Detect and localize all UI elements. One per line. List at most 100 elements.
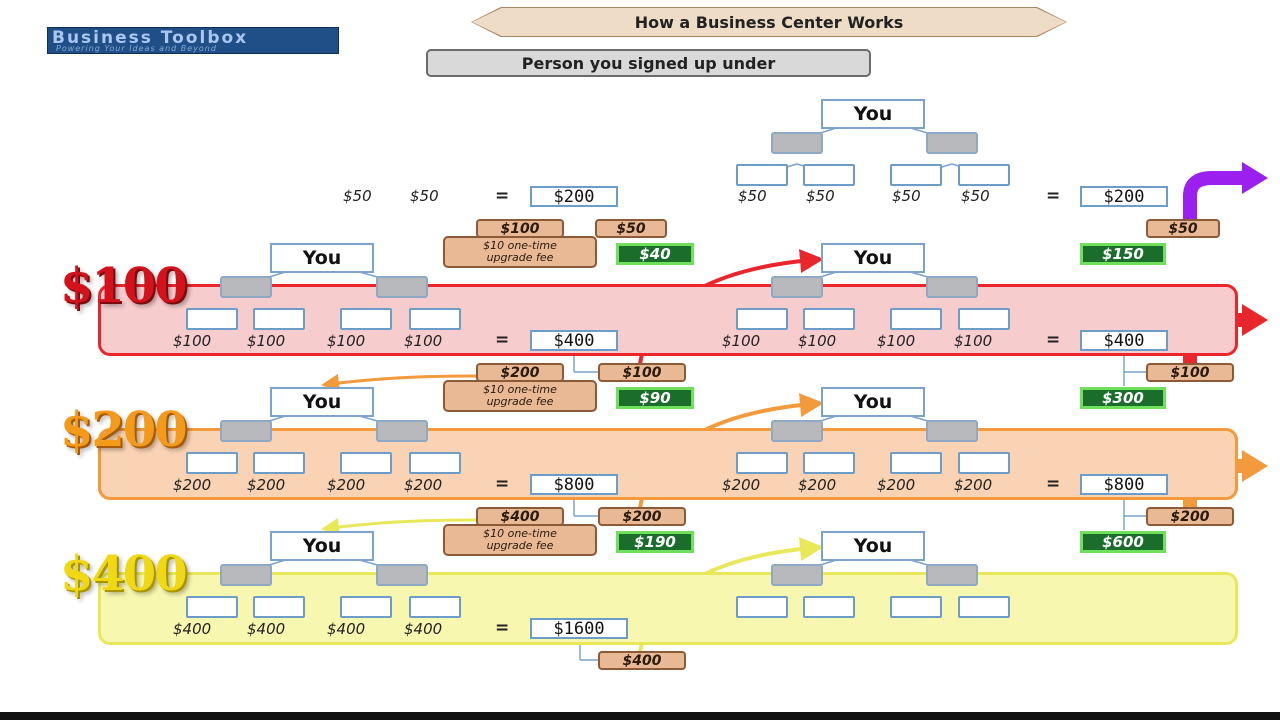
downline-node [926, 564, 978, 586]
fee-note-line1: $10 one-time [483, 239, 557, 252]
payment-amount: $400 [173, 620, 212, 638]
net-earnings-box: $190 [616, 531, 694, 553]
position-slot [736, 164, 788, 186]
upgrade-fee-note: $10 one-time upgrade fee [443, 524, 597, 556]
position-slot [186, 308, 238, 330]
equals-sign: = [1046, 330, 1061, 350]
payment-amount: $200 [722, 476, 761, 494]
downline-node [376, 420, 428, 442]
payment-amount: $400 [327, 620, 366, 638]
fee-note-line2: upgrade fee [486, 251, 554, 264]
fee-note-line2: upgrade fee [486, 395, 554, 408]
net-earnings-box: $90 [616, 387, 694, 409]
payment-amount: $200 [404, 476, 443, 494]
payment-amount: $50 [892, 187, 921, 205]
position-slot [409, 452, 461, 474]
upgrade-payment-box: $200 [476, 363, 564, 382]
position-slot [186, 452, 238, 474]
position-slot [340, 308, 392, 330]
payment-amount: $100 [404, 332, 443, 350]
fee-note-line2: upgrade fee [486, 539, 554, 552]
pass-up-arrow [321, 517, 480, 536]
position-slot [253, 452, 305, 474]
downline-node [771, 420, 823, 442]
position-slot [803, 308, 855, 330]
downline-node [376, 564, 428, 586]
pass-up-box: $50 [1146, 219, 1220, 238]
payment-amount: $100 [798, 332, 837, 350]
fee-note-line1: $10 one-time [483, 527, 557, 540]
position-slot [803, 596, 855, 618]
position-slot [253, 596, 305, 618]
payment-amount: $50 [343, 187, 372, 205]
row-total: $400 [530, 330, 618, 351]
position-slot [958, 164, 1010, 186]
upgrade-fee-note: $10 one-time upgrade fee [443, 380, 597, 412]
level-label-400: $400 [60, 546, 188, 602]
you-node: You [270, 243, 374, 273]
bottom-bar [0, 712, 1280, 720]
position-slot [340, 452, 392, 474]
position-slot [890, 164, 942, 186]
payment-amount: $200 [798, 476, 837, 494]
net-earnings-box: $600 [1080, 531, 1166, 553]
position-slot [736, 452, 788, 474]
pass-up-box: $50 [595, 219, 667, 238]
downline-node [926, 132, 978, 154]
payment-amount: $400 [247, 620, 286, 638]
you-node: You [270, 387, 374, 417]
equals-sign: = [1046, 186, 1061, 206]
business-toolbox-logo: Business Toolbox Powering Your Ideas and… [47, 27, 339, 54]
position-slot [958, 452, 1010, 474]
row-total: $800 [1080, 474, 1168, 495]
position-slot [958, 308, 1010, 330]
payment-amount: $100 [247, 332, 286, 350]
position-slot [958, 596, 1010, 618]
payment-amount: $200 [173, 476, 212, 494]
row-total: $200 [530, 186, 618, 207]
equals-sign: = [1046, 474, 1061, 494]
level-up-arrow-head [1242, 450, 1268, 482]
equals-sign: = [495, 474, 510, 494]
position-slot [409, 596, 461, 618]
equals-sign: = [495, 186, 510, 206]
payment-amount: $100 [954, 332, 993, 350]
pass-up-box: $100 [1146, 363, 1234, 382]
upgrade-fee-note: $10 one-time upgrade fee [443, 236, 597, 268]
you-node: You [821, 99, 925, 129]
payment-amount: $100 [877, 332, 916, 350]
position-slot [736, 596, 788, 618]
row-total: $200 [1080, 186, 1168, 207]
net-earnings-box: $300 [1080, 387, 1166, 409]
you-node: You [270, 531, 374, 561]
sponsor-box: Person you signed up under [426, 49, 871, 77]
downline-node [220, 420, 272, 442]
level-up-arrow-head [1242, 162, 1268, 194]
downline-node [220, 276, 272, 298]
pass-up-box: $200 [598, 507, 686, 526]
row-total: $800 [530, 474, 618, 495]
position-slot [186, 596, 238, 618]
level-label-100: $100 [60, 258, 188, 314]
position-slot [890, 452, 942, 474]
payment-amount: $50 [961, 187, 990, 205]
downline-node [926, 420, 978, 442]
pass-up-box: $200 [1146, 507, 1234, 526]
position-slot [340, 596, 392, 618]
position-slot [803, 164, 855, 186]
downline-node [926, 276, 978, 298]
pass-up-box: $100 [598, 363, 686, 382]
pass-up-box: $400 [598, 651, 686, 670]
payment-amount: $50 [410, 187, 439, 205]
you-node: You [821, 387, 925, 417]
you-node: You [821, 243, 925, 273]
level-label-200: $200 [60, 402, 188, 458]
payment-amount: $50 [806, 187, 835, 205]
position-slot [253, 308, 305, 330]
downline-node [376, 276, 428, 298]
position-slot [890, 308, 942, 330]
diagram-title: How a Business Center Works [472, 8, 1066, 36]
fee-note-line1: $10 one-time [483, 383, 557, 396]
payment-amount: $400 [404, 620, 443, 638]
